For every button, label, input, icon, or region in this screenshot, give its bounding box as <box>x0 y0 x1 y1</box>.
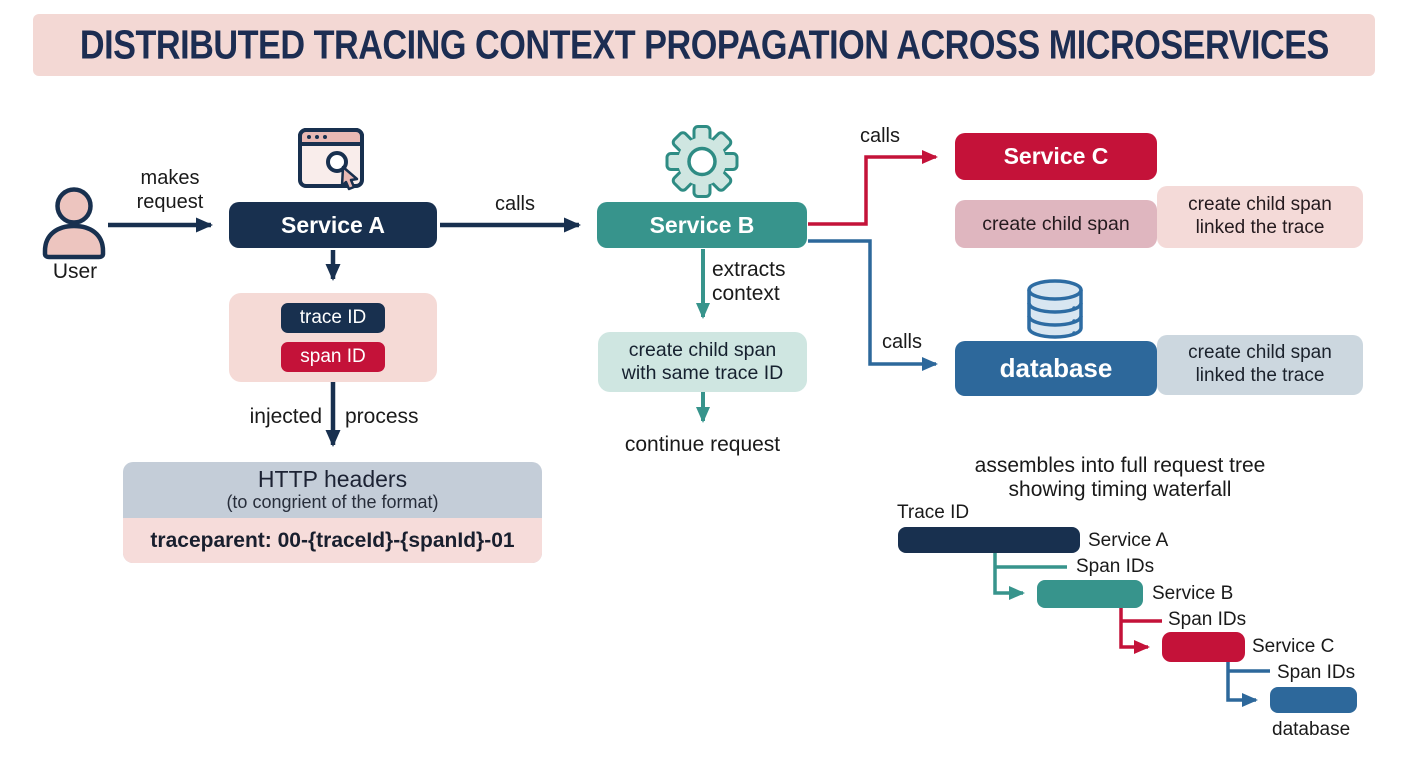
process-label: process <box>345 405 419 428</box>
calls-label-database: calls <box>881 331 922 353</box>
extracts-context-label: extracts context <box>712 258 786 306</box>
browser-window-icon <box>298 128 364 191</box>
trace-id-pill: trace ID <box>281 303 385 333</box>
waterfall-label-service-b: Service B <box>1152 583 1234 604</box>
waterfall-bar-service-a <box>898 527 1080 553</box>
waterfall-bar-database <box>1270 687 1357 713</box>
http-headers-title: HTTP headers <box>257 465 408 492</box>
waterfall-label-service-a: Service A <box>1088 530 1169 551</box>
calls-label-a-b: calls <box>494 193 535 215</box>
title-banner: DISTRIBUTED TRACING CONTEXT PROPAGATION … <box>33 14 1375 76</box>
waterfall-span-ids-label-3: Span IDs <box>1277 662 1356 683</box>
waterfall-span-ids-label-2: Span IDs <box>1168 609 1247 630</box>
service-b-label: Service B <box>649 211 755 238</box>
user-icon <box>42 187 106 260</box>
waterfall-bar-service-b <box>1037 580 1143 608</box>
injected-label: injected <box>249 405 322 428</box>
database-box: database <box>955 341 1157 396</box>
calls-label-service-c: calls <box>859 125 900 147</box>
http-headers-box: HTTP headers (to congrient of the format… <box>123 462 542 563</box>
database-label: database <box>999 353 1113 383</box>
create-child-span-c-box: create child span <box>955 200 1157 248</box>
service-c-label: Service C <box>1003 143 1109 169</box>
trace-id-label: trace ID <box>299 307 367 328</box>
continue-request-label: continue request <box>624 433 781 456</box>
http-headers-subtitle: (to congrient of the format) <box>226 491 439 512</box>
service-a-box: Service A <box>229 202 437 248</box>
page-title: DISTRIBUTED TRACING CONTEXT PROPAGATION … <box>79 21 1329 68</box>
gear-icon <box>665 125 739 198</box>
makes-request-label: makes request <box>136 167 204 213</box>
service-a-label: Service A <box>281 211 385 238</box>
span-id-pill: span ID <box>281 342 385 372</box>
database-icon <box>1027 279 1083 339</box>
linked-trace-database-box: create child span linked the trace <box>1157 335 1363 395</box>
service-c-box: Service C <box>955 133 1157 180</box>
create-child-span-b-box: create child span with same trace ID <box>598 332 807 392</box>
waterfall-caption: assembles into full request tree showing… <box>974 454 1266 502</box>
http-headers-header: HTTP headers (to congrient of the format… <box>123 462 542 518</box>
waterfall-label-service-c: Service C <box>1252 636 1335 657</box>
waterfall-bar-service-c <box>1162 632 1245 662</box>
waterfall-label-database: database <box>1272 719 1351 740</box>
waterfall-trace-id-label: Trace ID <box>897 502 970 523</box>
traceparent-code: traceparent: 00-{traceId}-{spanId}-01 <box>123 518 542 563</box>
waterfall-span-ids-label-1: Span IDs <box>1076 556 1155 577</box>
user-label: User <box>52 260 98 283</box>
linked-trace-c-box: create child span linked the trace <box>1157 186 1363 248</box>
span-id-label: span ID <box>300 346 366 367</box>
service-b-box: Service B <box>597 202 807 248</box>
